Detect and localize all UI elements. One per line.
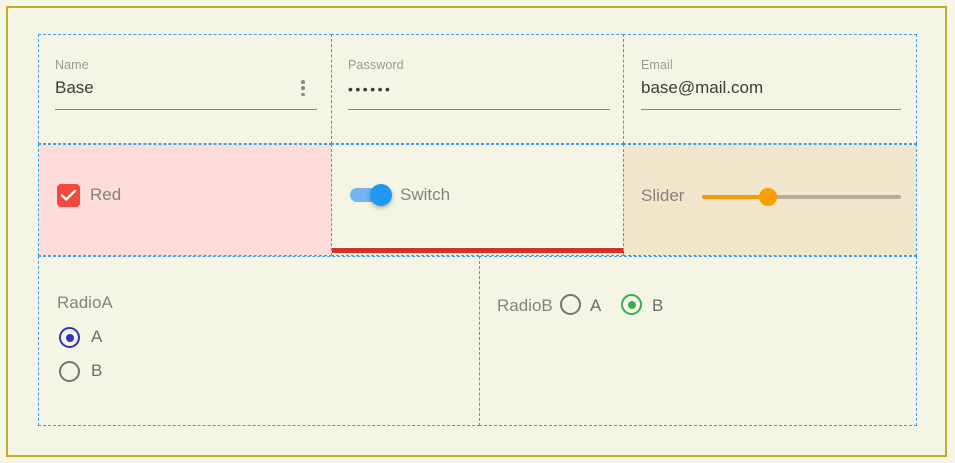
radio-group-a: RadioA A B [57, 293, 277, 393]
name-field-underline [55, 109, 317, 110]
password-field[interactable]: Password •••••• [348, 58, 610, 110]
radio-b-option-a-label[interactable]: A [590, 296, 602, 315]
slider-control[interactable] [702, 188, 901, 206]
password-field-label: Password [348, 58, 404, 72]
email-field-label: Email [641, 58, 673, 72]
radio-group-a-label: RadioA [57, 293, 113, 312]
grid-cell-slider [623, 144, 917, 256]
email-field[interactable]: Email base@mail.com [641, 58, 901, 110]
password-field-underline [348, 109, 610, 110]
radio-b-option-b[interactable] [621, 294, 642, 315]
slider-track[interactable] [702, 195, 901, 199]
slider-label: Slider [641, 186, 685, 205]
radio-a-option-b[interactable] [59, 361, 80, 382]
password-field-value: •••••• [348, 81, 393, 97]
radio-a-option-a-label[interactable]: A [91, 327, 103, 346]
switch-knob[interactable] [370, 184, 392, 206]
slider-track-fill [702, 195, 768, 199]
slider-thumb[interactable] [758, 188, 777, 206]
check-icon [60, 189, 77, 201]
switch-toggle[interactable] [350, 184, 396, 206]
grid-cell-email [623, 34, 917, 144]
slider-row[interactable]: Slider [641, 186, 903, 208]
red-checkbox-label: Red [90, 185, 122, 204]
red-checkbox-row[interactable]: Red [57, 183, 177, 209]
email-field-underline [641, 109, 901, 110]
radio-b-option-b-label[interactable]: B [652, 296, 664, 315]
email-field-value: base@mail.com [641, 78, 764, 97]
name-field-value: Base [55, 78, 94, 97]
switch-cell-error-bar [332, 248, 624, 253]
radio-b-option-a[interactable] [560, 294, 581, 315]
grid-cell-radio-b [479, 256, 917, 426]
more-vertical-icon[interactable] [301, 80, 305, 96]
checkbox-cell-background [39, 145, 331, 255]
radio-a-option-a[interactable] [59, 327, 80, 348]
name-field[interactable]: Name Base [55, 58, 317, 110]
radio-group-b: RadioB A B [497, 294, 757, 324]
name-field-label: Name [55, 58, 89, 72]
red-checkbox[interactable] [57, 184, 80, 207]
switch-row[interactable]: Switch [350, 184, 510, 208]
radio-group-b-label: RadioB [497, 296, 553, 315]
switch-label: Switch [400, 185, 451, 204]
radio-a-option-b-label[interactable]: B [91, 361, 103, 380]
